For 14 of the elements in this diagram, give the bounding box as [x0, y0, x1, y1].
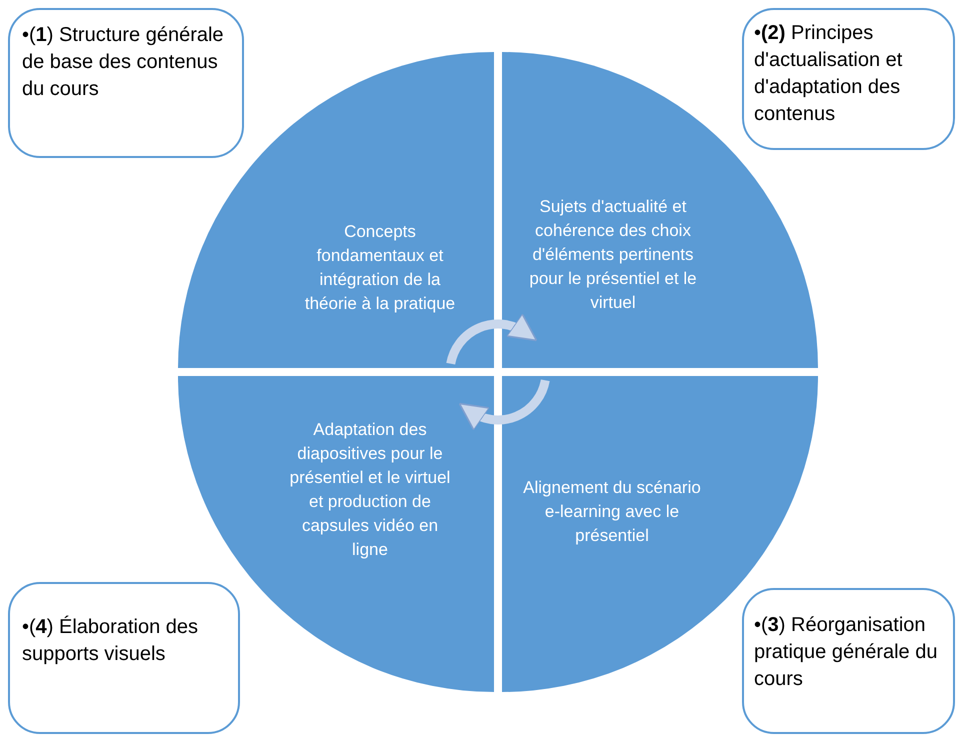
- rounded-box: [8, 582, 240, 734]
- box-text: •(3) Réorganisation pratique générale du cours: [754, 613, 938, 692]
- curved-arrow: [458, 379, 550, 431]
- box-text: •(1) Structure générale de base des contenus du cours: [22, 23, 225, 102]
- curved-arrow: [446, 313, 538, 365]
- quadrant-text: Concepts fondamentaux et intégration de la théorie à la pratique: [304, 221, 456, 315]
- quadrant-text: Adaptation des diapositives pour le présentiel et le virtuel et production de capsules vidéo en ligne: [288, 419, 452, 561]
- quadrant-text: Sujets d'actualité et cohérence des choix d'éléments pertinents pour le présentiel et le virtuel: [528, 196, 698, 314]
- box-text: •(4) Élaboration des supports visuels: [22, 614, 199, 667]
- box-text: •(2) Principes d'actualisation et d'adaptation des contenus: [754, 21, 904, 127]
- quadrant-text: Alignement du scénario e-learning avec le présentiel: [522, 477, 702, 547]
- rounded-box: [742, 8, 955, 150]
- rounded-box: [8, 8, 244, 158]
- rounded-box: [742, 588, 955, 734]
